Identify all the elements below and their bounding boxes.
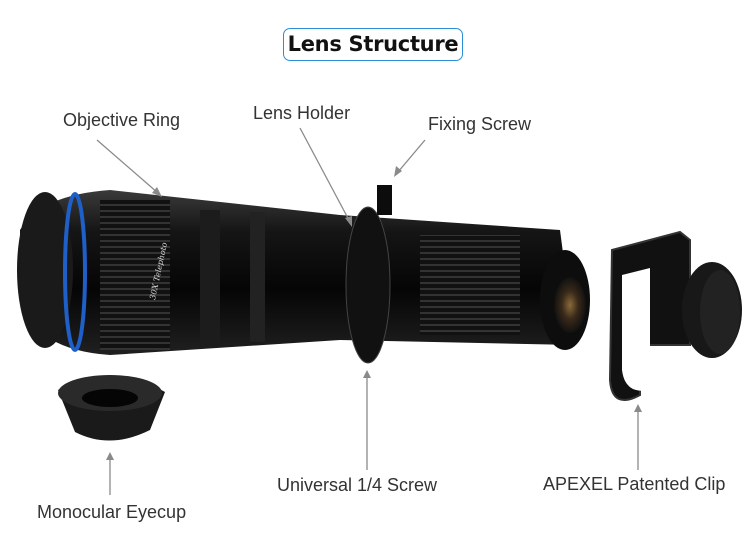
page-title: Lens Structure [283,28,463,61]
objective-glass [554,277,586,333]
objective-ring [100,200,170,350]
eyecup [58,375,165,441]
label-monocular-eyecup: Monocular Eyecup [37,502,187,522]
eyepiece-end [17,192,73,348]
label-universal-screw: Universal 1/4 Screw [277,475,438,495]
focus-ring [420,235,520,335]
telescope-lens: 30X Telephoto [17,185,590,364]
lens-holder [345,206,391,364]
label-patented-clip: APEXEL Patented Clip [543,474,726,494]
fixing-screw [377,185,392,215]
label-lens-holder: Lens Holder [253,103,351,123]
label-fixing-screw: Fixing Screw [428,114,532,134]
label-objective-ring: Objective Ring [63,110,181,130]
blue-ring [63,192,87,352]
leader-lines [96,127,642,495]
phone-clip [608,230,742,401]
